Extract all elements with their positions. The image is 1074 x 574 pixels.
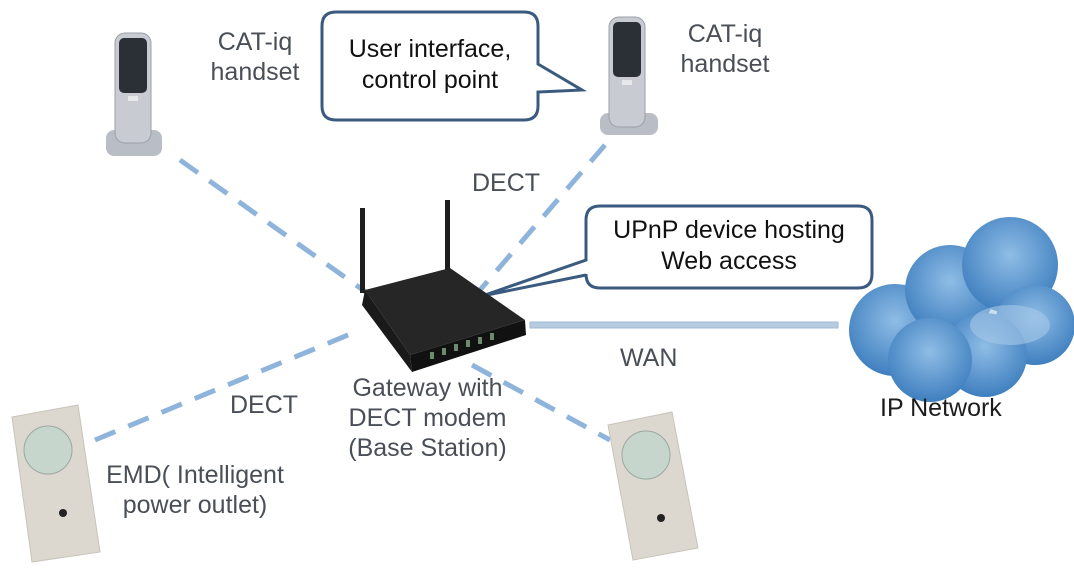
link-label-wan: WAN: [620, 344, 678, 372]
gateway-router-icon: [360, 200, 526, 372]
handset-left-icon: [106, 32, 162, 156]
handset-right-label-line2: handset: [680, 50, 770, 78]
callout-gateway-line1: UPnP device hosting: [613, 216, 845, 244]
callout-handset-line1: User interface,: [348, 35, 512, 63]
emd-left-label-line2: power outlet): [122, 491, 268, 519]
handset-left-label-line1: CAT-iq: [217, 28, 293, 56]
link-handset-left-gateway: [178, 157, 372, 298]
link-handset-right-gateway: [478, 143, 607, 292]
link-label-dect-left: DECT: [230, 391, 299, 419]
handset-right-label: CAT-iq handset: [670, 19, 780, 79]
gateway-label-line3: (Base Station): [348, 434, 507, 462]
emd-right-icon: [607, 411, 699, 561]
link-emd-right-gateway: [470, 362, 612, 443]
gateway-label-line2: DECT modem: [348, 404, 507, 432]
emd-left-label: EMD( Intelligent power outlet): [100, 460, 290, 520]
link-label-dect-right: DECT: [472, 169, 541, 197]
callout-gateway-bubble: [481, 204, 874, 298]
handset-left-label: CAT-iq handset: [200, 27, 310, 87]
gateway-label: Gateway with DECT modem (Base Station): [330, 373, 525, 463]
callout-handset-line2: control point: [361, 66, 499, 94]
gateway-label-line1: Gateway with: [352, 374, 503, 402]
emd-left-label-line1: EMD( Intelligent: [106, 461, 284, 489]
cloud-icon: [849, 217, 1074, 402]
callout-handset-text: User interface, control point: [322, 34, 538, 96]
emd-left-icon: [11, 404, 101, 563]
callout-gateway-line2: Web access: [661, 247, 797, 275]
handset-right-icon: [600, 16, 658, 135]
ip-network-label: IP Network: [880, 394, 1002, 422]
callout-handset-bubble: [320, 10, 588, 122]
handset-left-label-line2: handset: [210, 58, 300, 86]
handset-right-label-line1: CAT-iq: [687, 20, 763, 48]
link-wan: [529, 321, 839, 329]
callout-gateway-text: UPnP device hosting Web access: [586, 215, 872, 277]
link-emd-left-gateway: [94, 327, 361, 443]
